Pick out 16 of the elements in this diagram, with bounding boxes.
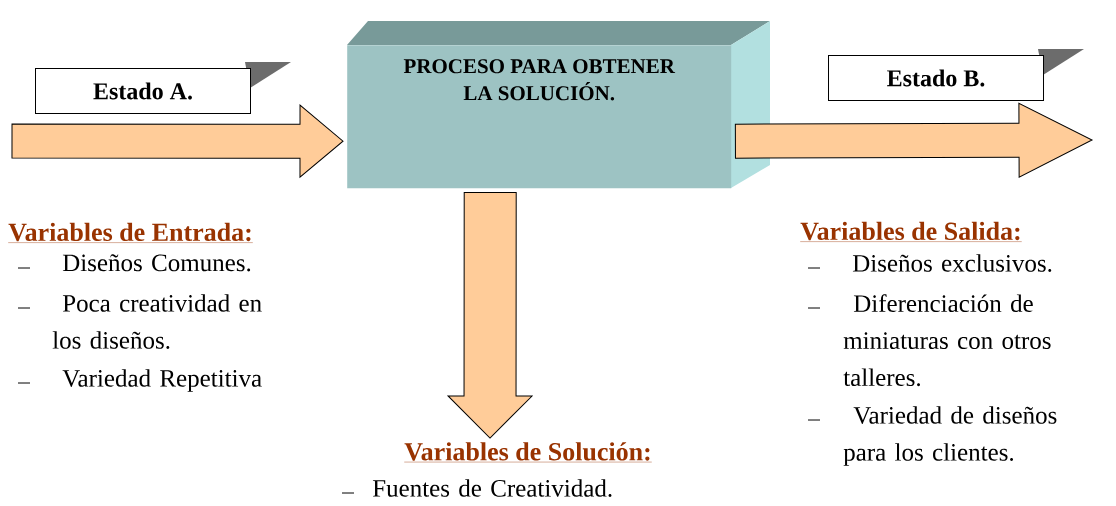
list-item: Diseños Comunes. — [17, 254, 251, 272]
section-heading: Variables de Entrada: — [8, 222, 253, 243]
section-heading: Variables de Salida: — [800, 221, 1022, 242]
list-item: Fuentes de Creatividad. — [341, 479, 612, 497]
state-box: Estado A. — [35, 62, 291, 114]
list-item: Variedad de diseños para los clientes. — [807, 406, 1057, 466]
list-item: Poca creatividad en los diseños. — [17, 294, 262, 349]
list-item: Diferenciación de miniaturas con otros talleres. — [807, 294, 1051, 387]
block-arrow — [734, 102, 1093, 178]
process-cube: PROCESO PARA OBTENER LA SOLUCIÓN. — [347, 21, 770, 189]
block-arrow — [447, 191, 533, 439]
list-item: Variedad Repetitiva — [17, 369, 262, 392]
list-item: Diseños exclusivos. — [807, 254, 1052, 272]
state-box: Estado B. — [828, 49, 1084, 101]
section-heading: Variables de Solución: — [404, 442, 652, 463]
block-arrow — [11, 104, 344, 178]
